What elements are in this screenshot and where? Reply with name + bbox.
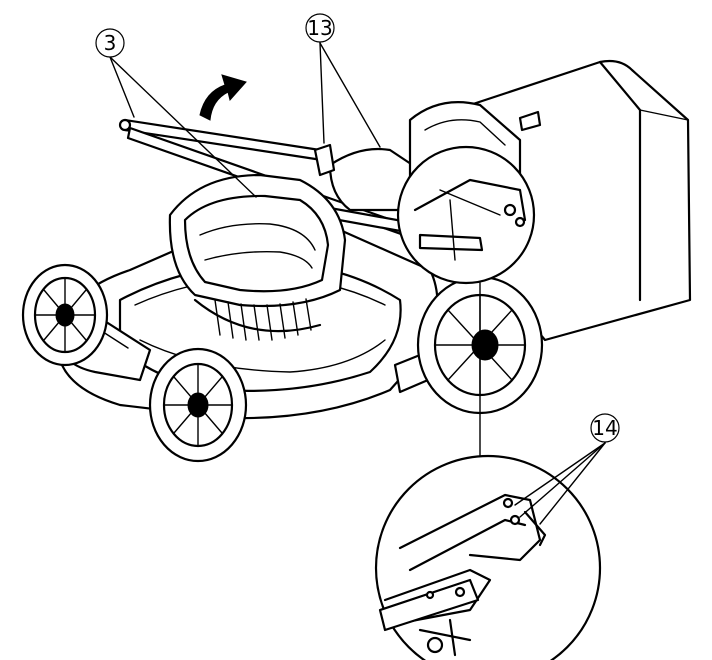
callout-3-label: 3 — [104, 31, 117, 55]
callout-13-label: 13 — [307, 16, 332, 40]
callout-14-label: 14 — [592, 416, 617, 440]
magnifier-detail — [374, 454, 602, 660]
magnifier-source-circle — [396, 145, 536, 479]
callout-3: 3 — [95, 28, 125, 58]
motor-cover — [168, 173, 347, 341]
callout-14: 14 — [590, 413, 620, 443]
front-wheel-left — [21, 263, 109, 367]
grass-bag — [468, 59, 692, 342]
callout-13: 13 — [305, 13, 335, 43]
fold-direction-arrow-icon — [199, 74, 247, 121]
callout-leaders — [109, 42, 606, 525]
front-wheel-right — [148, 347, 248, 463]
